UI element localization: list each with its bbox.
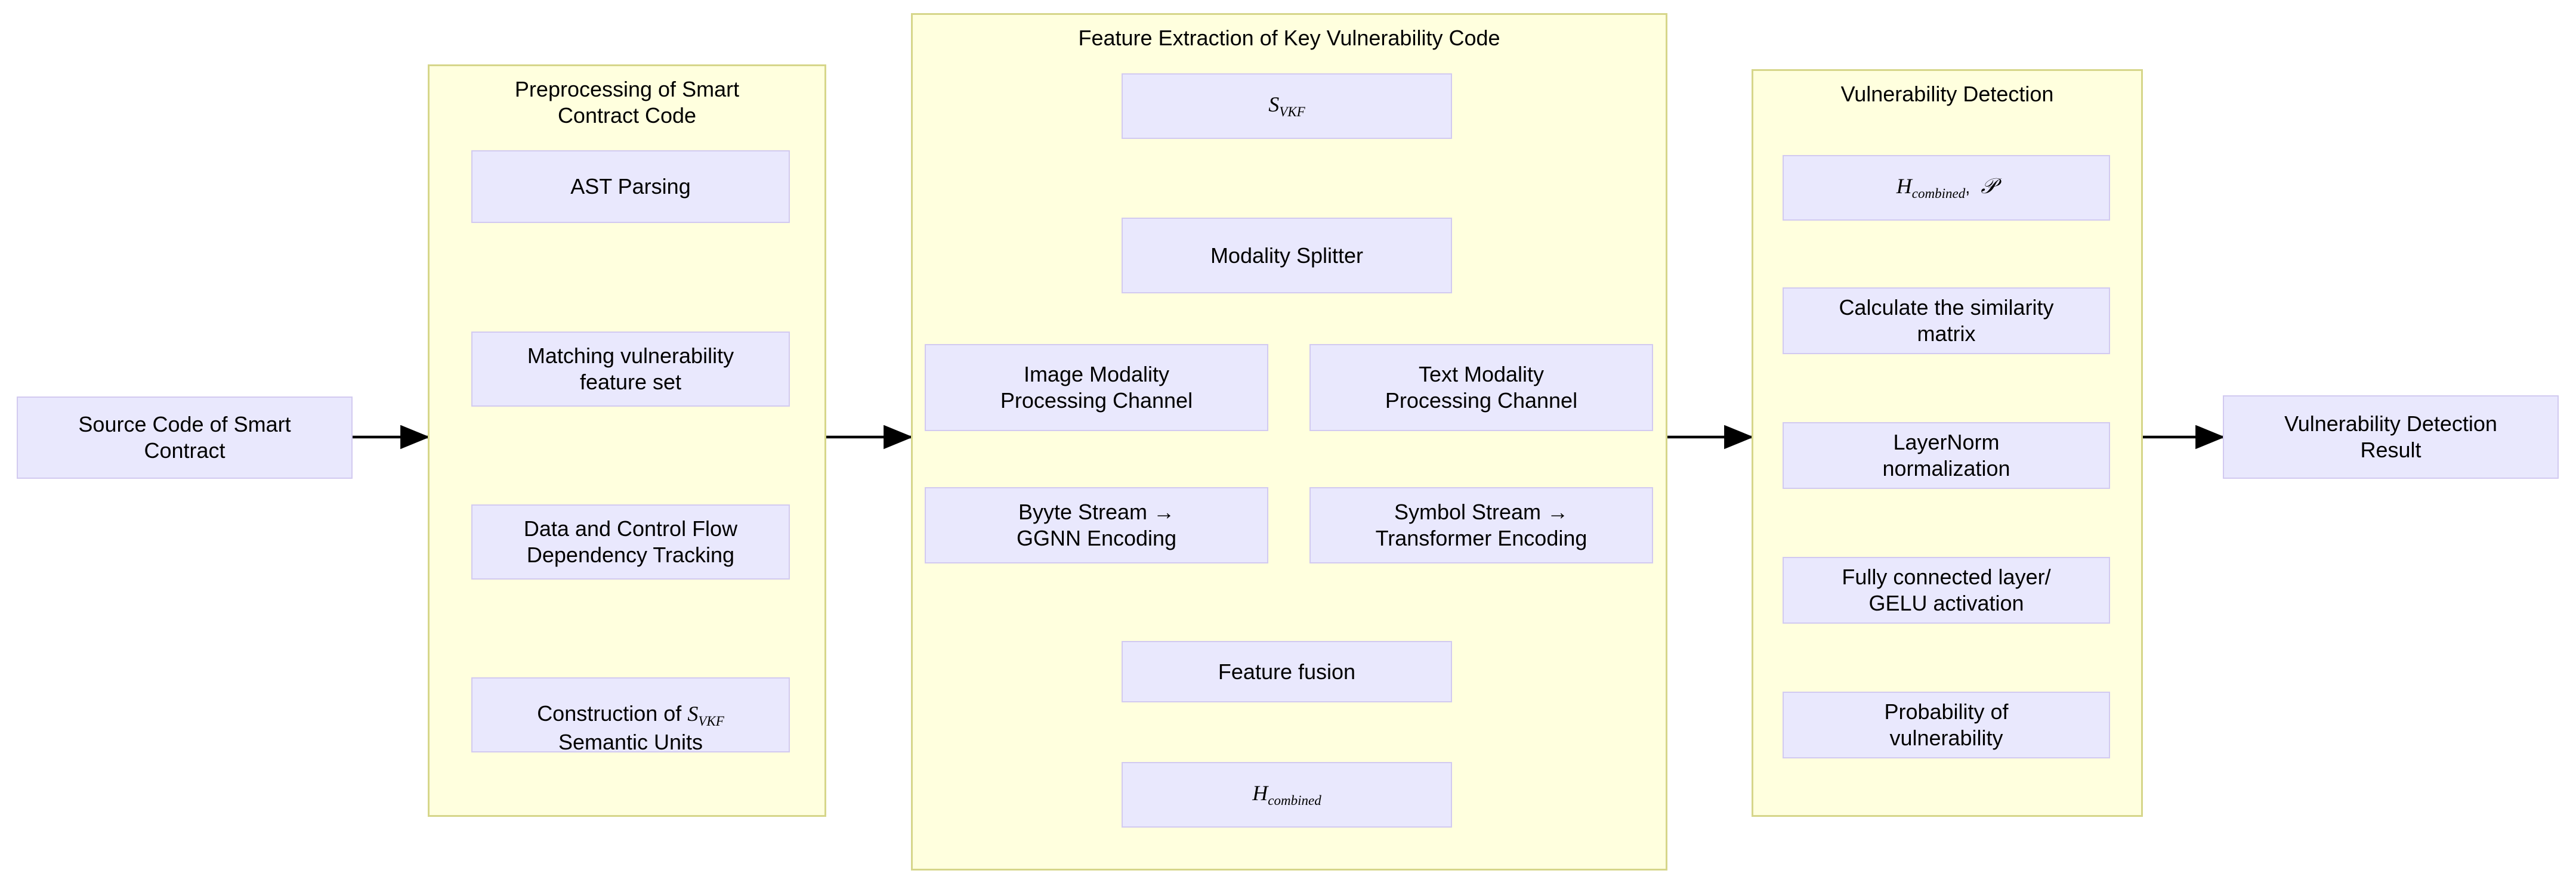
group-title-vulnerability-detection: Vulnerability Detection xyxy=(1840,82,2054,106)
s-vkf-subscript: VKF xyxy=(1279,104,1305,120)
node-byte-stream-ggnn-encoding[interactable]: Byyte Stream → GGNN Encoding xyxy=(925,487,1268,563)
h-combined-p-subscript: combined xyxy=(1911,185,1966,202)
node-modality-splitter[interactable]: Modality Splitter xyxy=(1122,218,1452,293)
group-title-preprocessing: Preprocessing of Smart Contract Code xyxy=(514,77,740,128)
node-s-vkf[interactable]: SVKF xyxy=(1122,73,1452,139)
node-fully-connected-layer-gelu-activation[interactable]: Fully connected layer/ GELU activation xyxy=(1783,557,2110,624)
node-feature-fusion[interactable]: Feature fusion xyxy=(1122,641,1452,702)
h-combined-p-label: Hcombined, 𝒫 xyxy=(1897,174,1997,202)
construction-suffix: Semantic Units xyxy=(558,730,703,755)
node-h-combined[interactable]: Hcombined xyxy=(1122,762,1452,828)
h-combined-symbol: H xyxy=(1252,781,1268,806)
node-image-modality-processing-channel[interactable]: Image Modality Processing Channel xyxy=(925,344,1268,431)
node-calculate-the-similarity-matrix[interactable]: Calculate the similarity matrix xyxy=(1783,287,2110,354)
group-title-feature-extraction: Feature Extraction of Key Vulnerability … xyxy=(1078,26,1500,50)
h-combined-p-symbol: H xyxy=(1896,174,1912,199)
group-feature-extraction xyxy=(911,13,1667,871)
construction-symbol: S xyxy=(687,701,699,726)
node-h-combined-p[interactable]: Hcombined, 𝒫 xyxy=(1783,155,2110,221)
s-vkf-label: SVKF xyxy=(1268,92,1305,120)
s-vkf-symbol: S xyxy=(1268,92,1280,117)
node-source-code-of-smart-contract[interactable]: Source Code of Smart Contract xyxy=(17,397,353,479)
node-text-modality-processing-channel[interactable]: Text Modality Processing Channel xyxy=(1309,344,1653,431)
node-data-and-control-flow-dependency-tracking[interactable]: Data and Control Flow Dependency Trackin… xyxy=(471,504,790,580)
h-combined-subscript: combined xyxy=(1268,792,1321,809)
h-combined-p-script-p: 𝒫 xyxy=(1981,174,1997,199)
node-matching-vulnerability-feature-set[interactable]: Matching vulnerability feature set xyxy=(471,332,790,407)
node-ast-parsing[interactable]: AST Parsing xyxy=(471,150,790,223)
h-combined-label: Hcombined xyxy=(1252,780,1321,809)
construction-subscript: VKF xyxy=(698,713,724,729)
node-layernorm-normalization[interactable]: LayerNorm normalization xyxy=(1783,422,2110,489)
node-construction-of-svkf-semantic-units[interactable]: Construction of SVKF Semantic Units xyxy=(471,674,790,755)
node-probability-of-vulnerability[interactable]: Probability of vulnerability xyxy=(1783,692,2110,758)
construction-label-line: Construction of SVKF Semantic Units xyxy=(537,674,724,755)
node-vulnerability-detection-result[interactable]: Vulnerability Detection Result xyxy=(2223,395,2559,479)
node-symbol-stream-transformer-encoding[interactable]: Symbol Stream → Transformer Encoding xyxy=(1309,487,1653,563)
h-combined-p-comma: , xyxy=(1965,178,1970,198)
construction-prefix: Construction of xyxy=(537,701,688,726)
